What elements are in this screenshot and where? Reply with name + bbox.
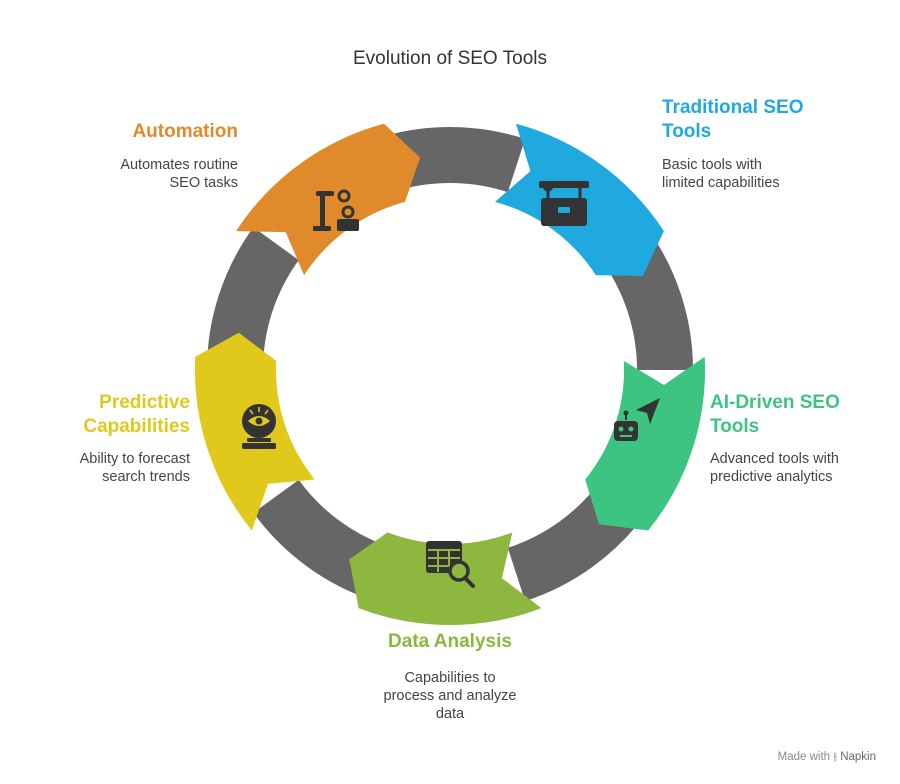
- stage-block-data: [349, 532, 542, 626]
- data-analysis-description: Capabilities to process and analyze data: [383, 670, 517, 722]
- stage-block-ai: [585, 356, 706, 531]
- ai-driven-seo-tools-description: Advanced tools with predictive analytics: [710, 451, 839, 485]
- diagram-title: Evolution of SEO Tools: [353, 48, 547, 69]
- automation-description: Automates routine SEO tasks: [120, 157, 238, 191]
- robot-arm-icon: [313, 189, 359, 231]
- data-analysis-title: Data Analysis: [388, 631, 512, 652]
- ai-driven-seo-tools-title: AI-Driven SEO Tools: [710, 392, 840, 437]
- footer-attribution: Made with ⫲ Napkin: [777, 751, 876, 763]
- automation-title: Automation: [132, 121, 238, 142]
- toolbox-icon: [539, 181, 589, 226]
- predictive-capabilities-title: Predictive Capabilities: [83, 392, 190, 437]
- table-search-icon: [426, 541, 475, 588]
- napkin-logo-icon: ⫲: [833, 751, 837, 763]
- crystal-ball-icon: [242, 404, 276, 449]
- robot-navigation-icon: [614, 398, 660, 441]
- stage-block-automation: [236, 123, 421, 276]
- traditional-seo-tools-description: Basic tools with limited capabilities: [662, 157, 780, 191]
- predictive-capabilities-description: Ability to forecast search trends: [79, 451, 190, 485]
- traditional-seo-tools-title: Traditional SEO Tools: [662, 97, 804, 142]
- ring-segment: [207, 227, 299, 370]
